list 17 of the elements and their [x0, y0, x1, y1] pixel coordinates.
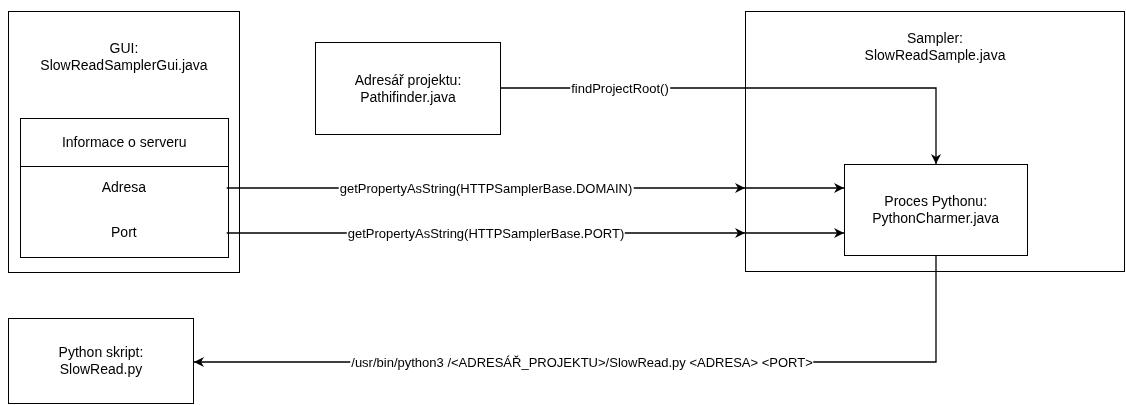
- component-box: [745, 11, 1125, 272]
- node-label: Adresa: [100, 178, 148, 196]
- node-label: Proces Pythonu: PythonCharmer.java: [871, 192, 1001, 227]
- node-label: Adresář projektu: Pathifinder.java: [353, 71, 463, 106]
- component-box: [843, 163, 1028, 256]
- node-label: Port: [110, 223, 138, 241]
- component-box: [8, 318, 194, 404]
- arrow: [744, 228, 845, 238]
- node-label: GUI: SlowReadSamplerGui.java: [39, 40, 209, 74]
- component-box: [8, 11, 240, 273]
- arrow: [744, 183, 845, 193]
- node-label: Informace o serveru: [60, 132, 188, 152]
- edge-label: /usr/bin/python3 /<ADRESÁŘ_PROJEKTU>/SlowRead.py <ADRESA> <PORT>: [350, 354, 814, 370]
- component-box: [315, 42, 501, 135]
- node-label: Python skript: SlowRead.py: [57, 344, 145, 378]
- node-label: Sampler: SlowReadSample.java: [863, 30, 1007, 64]
- panel-box: [19, 117, 229, 258]
